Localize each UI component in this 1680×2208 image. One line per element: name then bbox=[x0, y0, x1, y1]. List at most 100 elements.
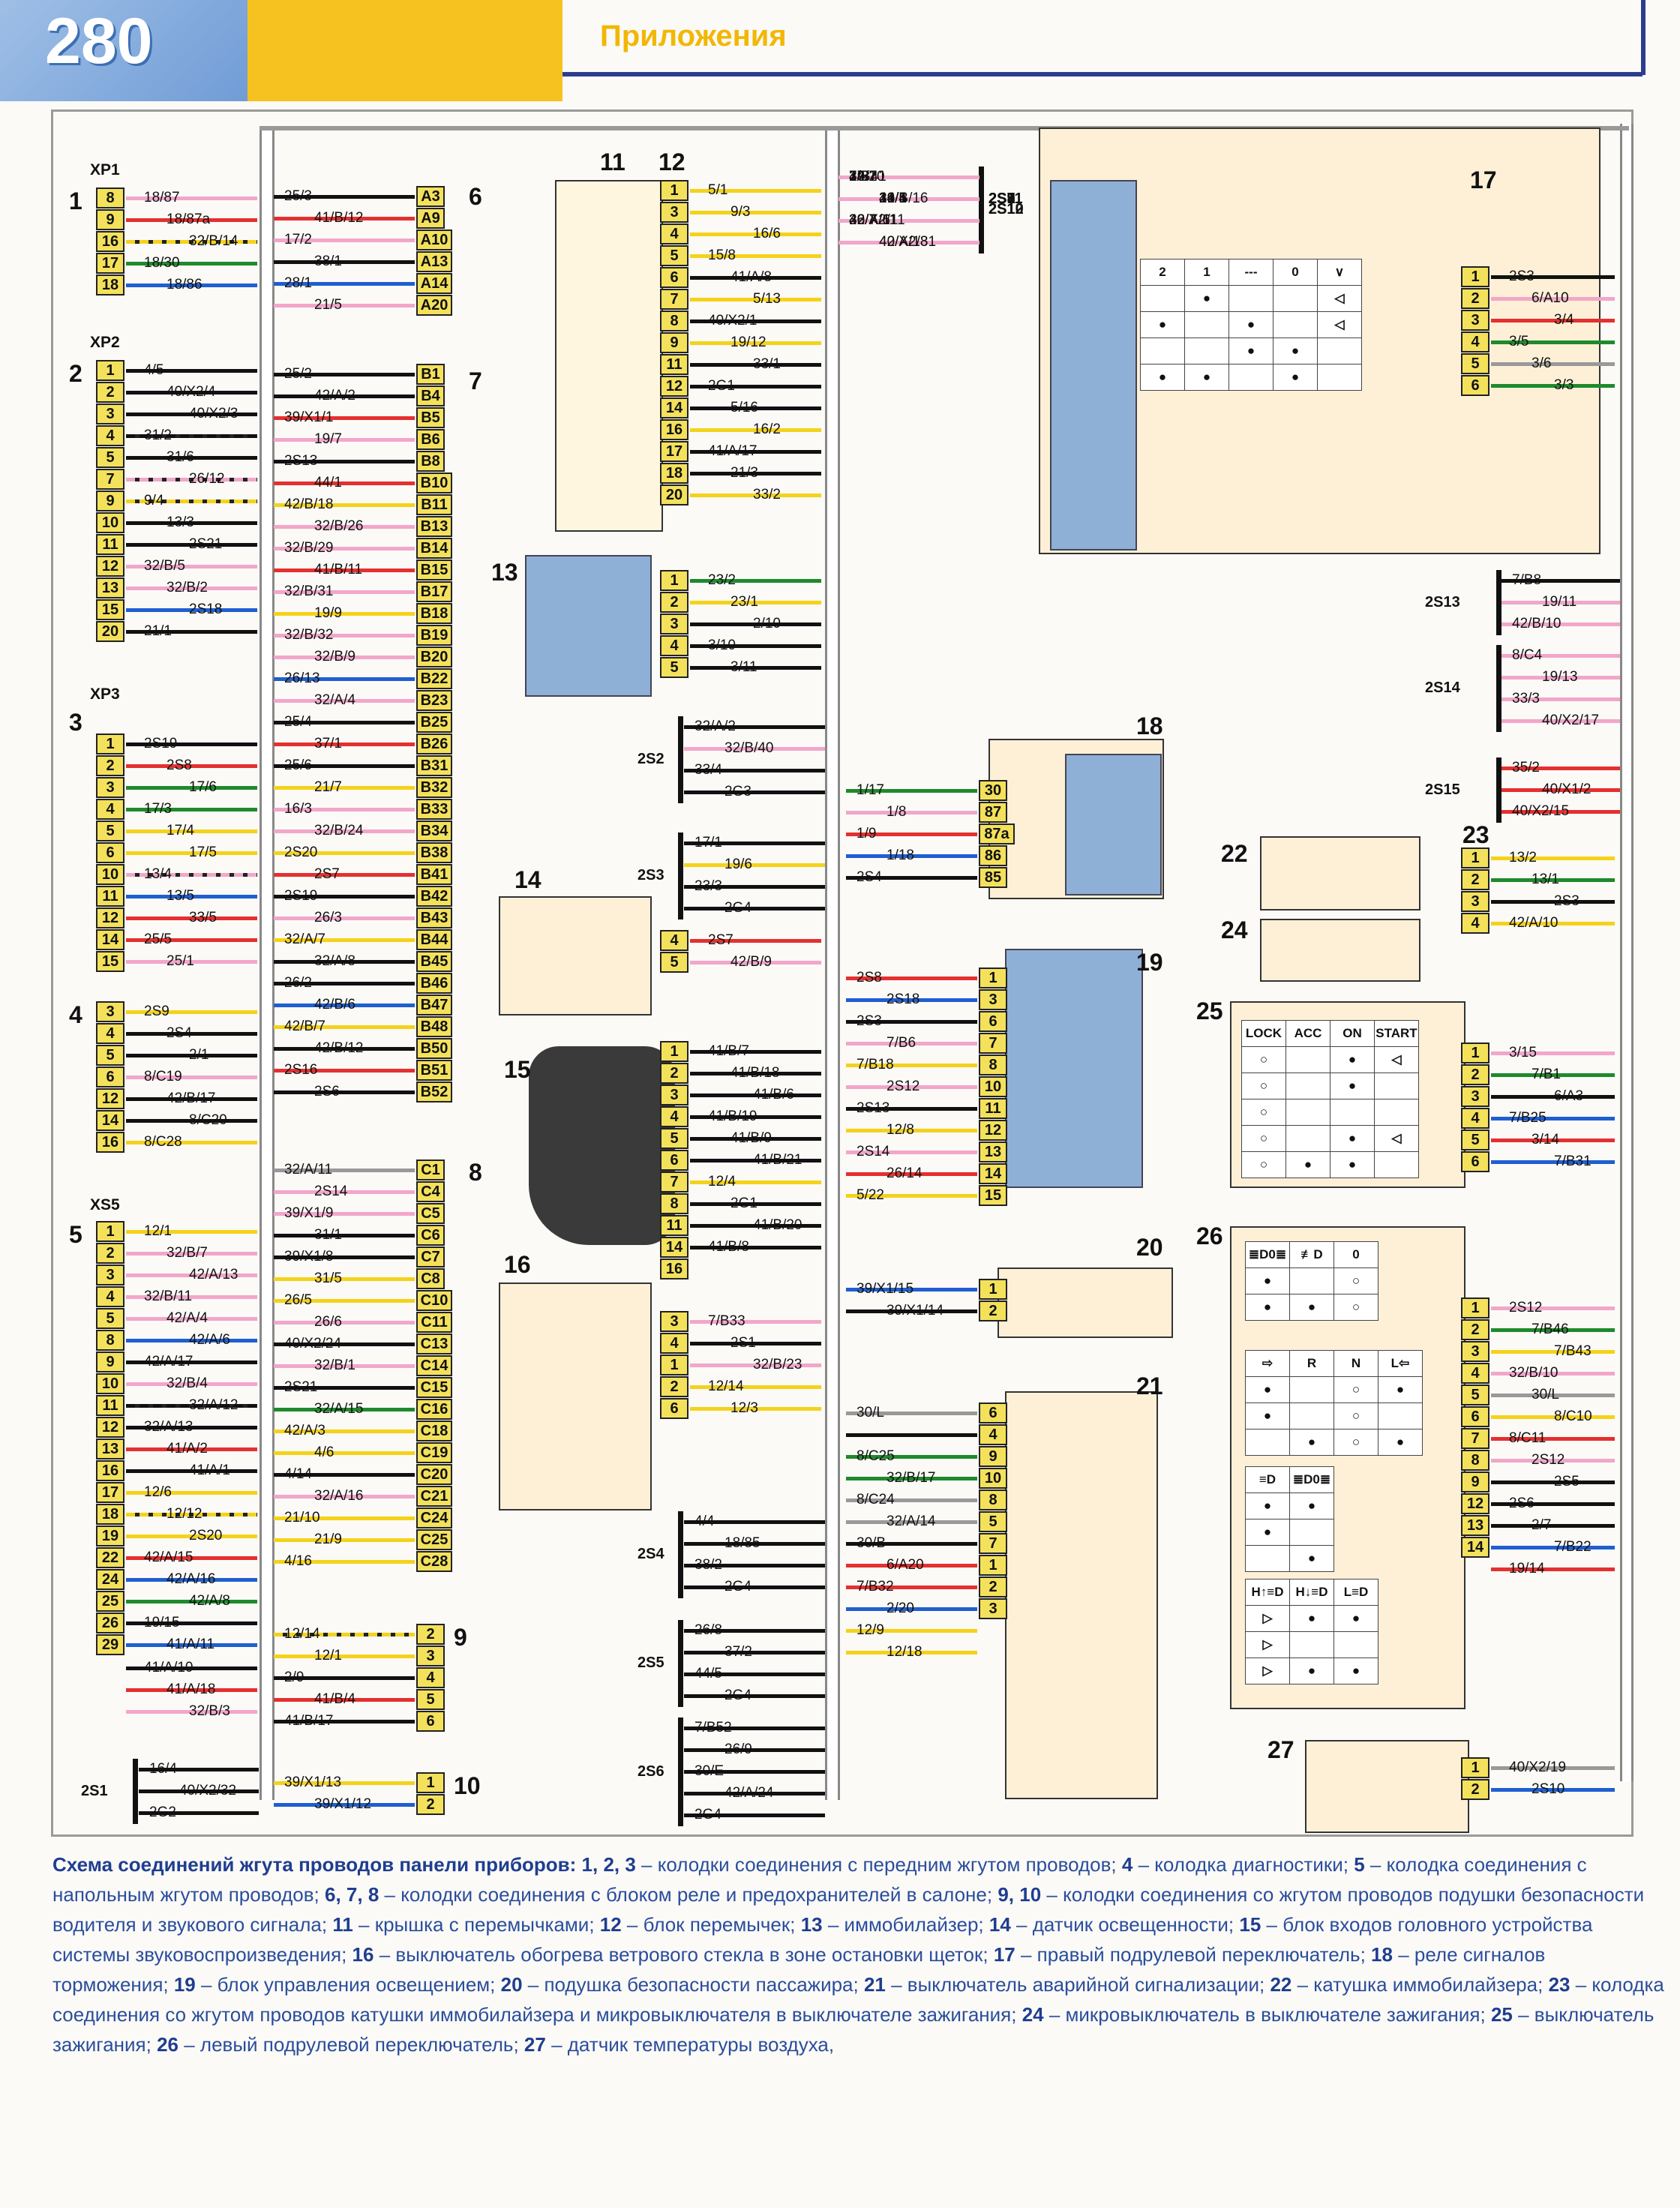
wire: 32/A/15 bbox=[274, 1399, 415, 1420]
wire-line bbox=[684, 1629, 825, 1633]
wire-label: 2S12 bbox=[886, 1078, 920, 1094]
pin: 9 bbox=[660, 332, 688, 353]
pin: 3 bbox=[660, 1084, 688, 1106]
wire-label: 42/A/3 bbox=[284, 1423, 326, 1438]
pin: 5 bbox=[96, 820, 124, 842]
splice-bar bbox=[678, 1511, 683, 1598]
pin: 19 bbox=[96, 1526, 124, 1546]
caption-item-text: – микровыключатель в выключателе зажиган… bbox=[1043, 2003, 1491, 2026]
wire-label: 37/1 bbox=[314, 736, 342, 752]
wire: 12/3 bbox=[690, 1398, 821, 1419]
wire: 28/1 bbox=[274, 273, 415, 294]
pin: 8 bbox=[979, 1490, 1007, 1510]
caption-item-number: 24 bbox=[1022, 2003, 1044, 2026]
wire: 8/C10 bbox=[1491, 1406, 1615, 1427]
wire-line bbox=[126, 808, 257, 812]
wire: 2G4 bbox=[684, 898, 825, 919]
pin: 12 bbox=[979, 1120, 1007, 1141]
wire-line bbox=[274, 1168, 415, 1172]
wire: 23/3 bbox=[684, 876, 825, 897]
wire-label: 41/B/18 bbox=[730, 1065, 780, 1081]
pin: 8 bbox=[96, 188, 124, 208]
wire-label: 23/2 bbox=[708, 572, 736, 588]
wire-label: 41/B/6 bbox=[753, 1087, 794, 1102]
wire: 35/2 bbox=[1502, 758, 1620, 778]
wire-label: 2S4 bbox=[856, 869, 882, 885]
wire: 2S21 bbox=[126, 534, 257, 555]
pin: 1 bbox=[1461, 266, 1490, 287]
wire: 26/7 bbox=[838, 210, 980, 231]
wire: 32/B/11 bbox=[126, 1286, 257, 1307]
wire-label: 1/18 bbox=[886, 848, 914, 863]
wire-label: 8/C20 bbox=[189, 1112, 227, 1128]
wire-line bbox=[126, 412, 257, 416]
wire-line bbox=[274, 1364, 415, 1368]
wire: 23/1 bbox=[690, 592, 821, 613]
wire-line bbox=[1491, 1502, 1615, 1506]
wire-label: 19/14 bbox=[1509, 1561, 1545, 1576]
wire-label: 4/3 bbox=[849, 169, 869, 184]
wire: 7/B6 bbox=[846, 1033, 977, 1054]
wire: 19/11 bbox=[1502, 592, 1620, 613]
wire: 41/B/16 bbox=[838, 188, 980, 209]
ignition-microswitch-shell bbox=[1260, 919, 1420, 982]
wire: 5/16 bbox=[690, 398, 821, 418]
wire-line bbox=[126, 830, 257, 833]
wire-label: 12/8 bbox=[886, 1122, 914, 1138]
wire-line bbox=[126, 1097, 257, 1101]
wire-label: 3/11 bbox=[730, 659, 758, 675]
wire: 32/A/4 bbox=[274, 690, 415, 711]
pin: 17 bbox=[660, 441, 688, 462]
wire-line bbox=[1491, 1328, 1615, 1332]
wire-label: 41/B/17 bbox=[284, 1713, 334, 1729]
wire: 1/9 bbox=[846, 824, 977, 844]
wire-line bbox=[1491, 1052, 1615, 1055]
pin: 1 bbox=[1461, 848, 1490, 868]
wire-label: 4/6 bbox=[314, 1444, 334, 1460]
pin: 9 bbox=[96, 209, 124, 230]
wire-line bbox=[274, 217, 415, 220]
wire-line bbox=[684, 1520, 825, 1524]
wire-label: 2G4 bbox=[724, 1579, 752, 1594]
connector-title: XP3 bbox=[90, 686, 120, 703]
wire-line bbox=[274, 895, 415, 898]
splice-label: 2S6 bbox=[638, 1762, 664, 1780]
wire-line bbox=[126, 1141, 257, 1144]
wire-label: 2S18 bbox=[886, 992, 920, 1007]
wire-line bbox=[126, 369, 257, 373]
pin: 20 bbox=[660, 484, 688, 506]
wire: 32/A/14 bbox=[846, 1511, 977, 1532]
wire-line bbox=[126, 543, 257, 547]
wire: 1/8 bbox=[846, 802, 977, 823]
wire-label: 41/B/8 bbox=[708, 1239, 749, 1255]
splice-label: 2S9 bbox=[988, 190, 1016, 207]
caption-item-text: – иммобилайзер; bbox=[822, 1913, 989, 1936]
wire: 44/5 bbox=[684, 1664, 825, 1684]
wire-line bbox=[126, 1534, 257, 1538]
wire: 37/1 bbox=[274, 734, 415, 754]
wire-line bbox=[274, 1069, 415, 1072]
wire-line bbox=[690, 211, 821, 214]
wire-label: 26/2 bbox=[284, 975, 312, 991]
wire-label: 44/1 bbox=[314, 475, 342, 490]
wire-label: 13/2 bbox=[1509, 850, 1537, 866]
wire-label: 16/4 bbox=[149, 1761, 177, 1777]
wire: 19/13 bbox=[1502, 667, 1620, 688]
wire: 3/5 bbox=[1491, 332, 1615, 352]
pin: 4 bbox=[660, 1106, 688, 1127]
wire: 42/B/7 bbox=[274, 1016, 415, 1037]
wire-label: 40/X2/24 bbox=[284, 1336, 342, 1352]
wire-line bbox=[846, 976, 977, 980]
wire-label: 7/B41 bbox=[849, 169, 886, 184]
pin: 3 bbox=[1461, 310, 1490, 331]
wire-label: 41/A/11 bbox=[166, 1636, 215, 1652]
wire-line bbox=[126, 916, 257, 920]
wire-line bbox=[126, 1317, 257, 1321]
wire: 33/5 bbox=[126, 908, 257, 928]
header-number-panel bbox=[0, 0, 255, 101]
